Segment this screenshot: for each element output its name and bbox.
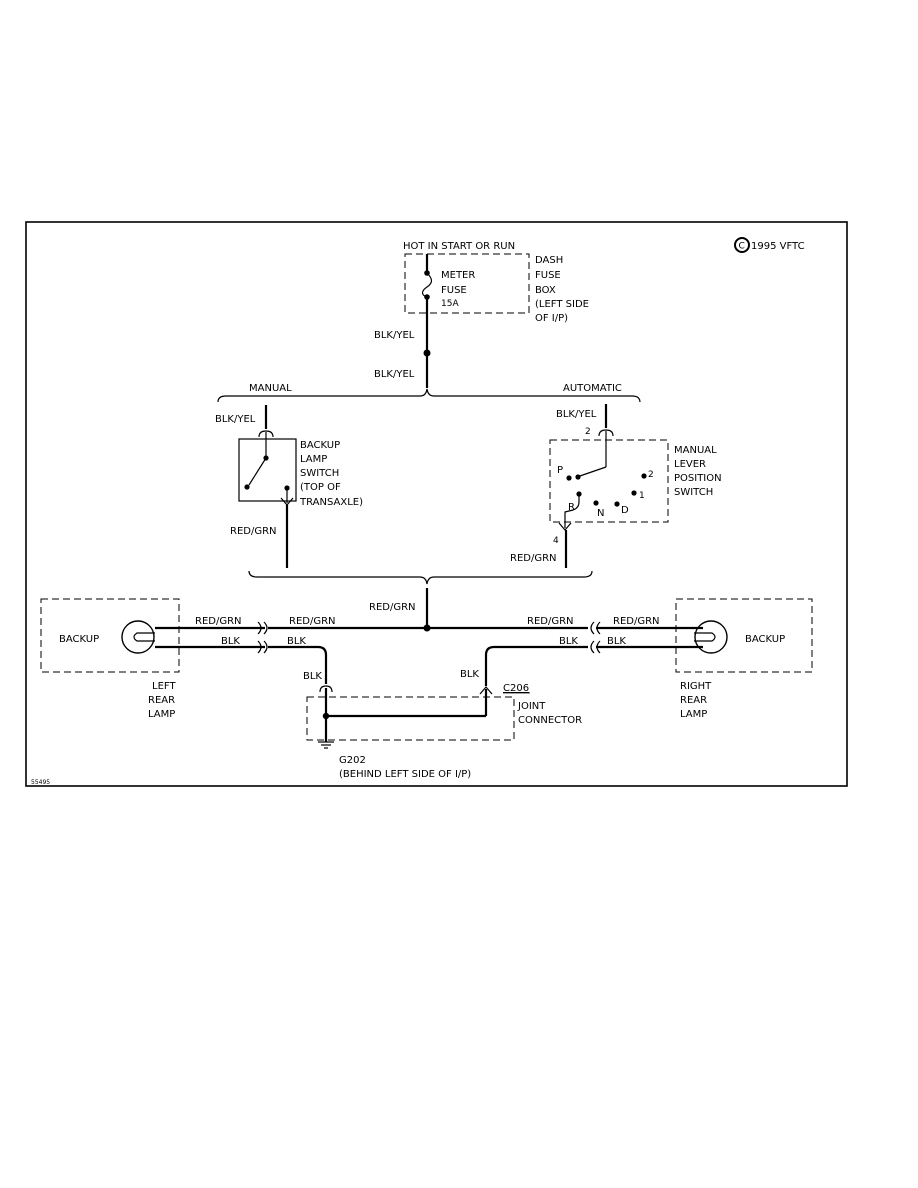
- ground-id: G202: [339, 755, 366, 766]
- backup-switch-line1: BACKUP: [300, 440, 340, 451]
- left-lamp-line1: LEFT: [152, 681, 176, 692]
- mlps-line2: LEVER: [674, 459, 706, 470]
- fuse-box-line4: (LEFT SIDE: [535, 299, 589, 310]
- mlps-pos-r: R: [568, 502, 575, 513]
- mlps-line3: POSITION: [674, 473, 722, 484]
- wire-label-blk-left-a: BLK: [221, 636, 240, 647]
- right-lamp-line3: LAMP: [680, 709, 707, 720]
- transmission-option-brace: [217, 388, 641, 403]
- fuse-element-icon: [421, 272, 433, 298]
- wire-label-blk-yel-2: BLK/YEL: [374, 369, 415, 380]
- mlps-pin-top: 2: [585, 427, 591, 437]
- wire-label-red-grn-left-b: RED/GRN: [289, 616, 336, 627]
- wire-label-blk-down-left: BLK: [303, 671, 322, 682]
- wire-label-red-grn-right-a: RED/GRN: [527, 616, 574, 627]
- wire-label-blk-right-b: BLK: [607, 636, 626, 647]
- wire-label-blk-yel-manual: BLK/YEL: [215, 414, 256, 425]
- mlps-contact-p: [566, 475, 572, 481]
- joint-connector-line1: JOINT: [517, 701, 546, 712]
- right-bulb-icon: [694, 620, 728, 654]
- switch-blade: [248, 457, 267, 486]
- figure-id: 55495: [31, 779, 50, 786]
- fuse-name-line1: METER: [441, 270, 475, 281]
- backup-lamp-switch: [238, 438, 297, 502]
- right-lamp-bulb-label: BACKUP: [745, 634, 785, 645]
- left-rear-lamp: [40, 598, 180, 673]
- right-lamp-line1: RIGHT: [680, 681, 712, 692]
- mlps-contact-p2: [575, 474, 581, 480]
- wire-label-blk-left-b: BLK: [287, 636, 306, 647]
- manual-lever-position-switch: [549, 439, 669, 523]
- right-lamp-line2: REAR: [680, 695, 707, 706]
- joint-connector-right-pin: [479, 686, 493, 695]
- copyright-text: 1995 VFTC: [751, 241, 805, 252]
- mlps-pos-n: N: [597, 508, 604, 519]
- left-bulb-icon: [121, 620, 155, 654]
- wire-label-blk-right-a: BLK: [559, 636, 578, 647]
- right-rear-lamp: [675, 598, 813, 673]
- mlps-pin-bottom: 4: [553, 536, 559, 546]
- joint-connector-box: [306, 696, 515, 741]
- fuse-box-line2: FUSE: [535, 270, 561, 281]
- wire-label-red-grn-left-a: RED/GRN: [195, 616, 242, 627]
- mlps-pos-d: D: [621, 505, 629, 516]
- wire-label-blk-yel-auto: BLK/YEL: [556, 409, 597, 420]
- copyright-symbol: [734, 237, 750, 253]
- merge-brace: [248, 570, 593, 585]
- diagram-frame: [25, 221, 848, 787]
- wire-label-red-grn-manual: RED/GRN: [230, 526, 277, 537]
- mlps-pos-p: P: [557, 465, 563, 476]
- mlps-contact-d: [614, 501, 620, 507]
- copyright-mark: C: [739, 242, 745, 252]
- wire-label-red-grn-auto: RED/GRN: [510, 553, 557, 564]
- backup-switch-line2: LAMP: [300, 454, 327, 465]
- mlps-pos-1: 1: [639, 491, 645, 501]
- dash-fuse-box: [404, 253, 530, 314]
- left-bulb-filament: [133, 632, 155, 642]
- right-blk-wire: [484, 645, 588, 686]
- automatic-branch-label: AUTOMATIC: [563, 383, 622, 394]
- feed-splice: [423, 349, 431, 357]
- fuse-box-line5: OF I/P): [535, 313, 568, 324]
- left-blk-wire: [268, 645, 328, 684]
- fuse-box-line3: BOX: [535, 285, 556, 296]
- mlps-blade: [576, 466, 607, 478]
- manual-branch-label: MANUAL: [249, 383, 292, 394]
- fuse-name-line2: FUSE: [441, 285, 467, 296]
- ground-location: (BEHIND LEFT SIDE OF I/P): [339, 769, 471, 780]
- wire-label-blk-down-right: BLK: [460, 669, 479, 680]
- ground-icon: [318, 741, 334, 749]
- mlps-line1: MANUAL: [674, 445, 717, 456]
- joint-connector-id: C206: [503, 683, 529, 694]
- joint-connector-left-pin: [319, 685, 333, 693]
- backup-switch-line4: (TOP OF: [300, 482, 341, 493]
- mlps-connector-top: [598, 429, 614, 437]
- power-source-label: HOT IN START OR RUN: [403, 241, 515, 252]
- left-lamp-line2: REAR: [148, 695, 175, 706]
- manual-switch-connector-top: [258, 430, 274, 438]
- mlps-contact-1: [631, 490, 637, 496]
- wire-label-red-grn-center: RED/GRN: [369, 602, 416, 613]
- mlps-contact-2: [641, 473, 647, 479]
- mlps-reverse-lead: [564, 494, 580, 528]
- wire-label-red-grn-right-b: RED/GRN: [613, 616, 660, 627]
- mlps-pos-2: 2: [648, 470, 654, 480]
- fuse-box-line1: DASH: [535, 255, 563, 266]
- left-lamp-line3: LAMP: [148, 709, 175, 720]
- backup-switch-line3: SWITCH: [300, 468, 339, 479]
- fuse-rating: 15A: [441, 299, 459, 309]
- left-lamp-bulb-label: BACKUP: [59, 634, 99, 645]
- joint-splice: [322, 712, 330, 720]
- left-connector-blk: [257, 640, 268, 654]
- left-connector-red-grn: [257, 621, 268, 635]
- mlps-line4: SWITCH: [674, 487, 713, 498]
- mlps-contact-n: [593, 500, 599, 506]
- joint-connector-line2: CONNECTOR: [518, 715, 582, 726]
- backup-switch-line5: TRANSAXLE): [299, 497, 363, 508]
- wire-label-blk-yel-1: BLK/YEL: [374, 330, 415, 341]
- right-bulb-filament: [694, 632, 716, 642]
- switch-contact-bottom: [244, 484, 250, 490]
